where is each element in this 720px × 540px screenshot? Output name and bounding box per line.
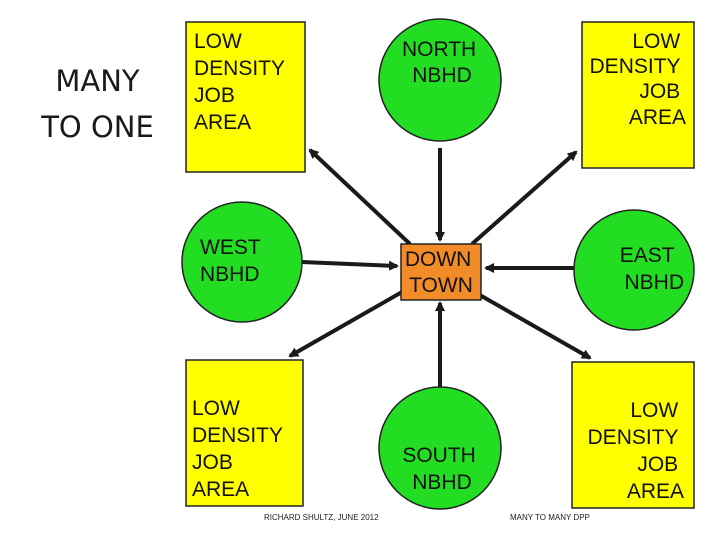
job-area-box	[571, 361, 695, 509]
job-area-label-line: JOB	[637, 453, 678, 476]
job-area-box	[581, 21, 695, 169]
arrows	[288, 148, 592, 388]
neighborhood-circle	[378, 386, 502, 510]
arrow-downtown-to-bottom-left-job-area	[288, 290, 403, 358]
job-area-label-line: LOW	[630, 399, 678, 422]
neighborhood-label-line: WEST	[200, 236, 261, 259]
neighborhood-circle	[573, 209, 695, 331]
arrow-downtown-to-bottom-right-job-area	[477, 292, 592, 360]
arrow-downtown-to-top-right-job-area	[470, 150, 578, 246]
svg-text:LOW DENSITY JOB: LOW DENSITY JOB AREA	[590, 30, 686, 129]
west-neighborhood: WEST NBHD	[181, 201, 303, 323]
job-area-label-line: LOW	[632, 30, 680, 53]
job-area-label-line: DENSITY	[588, 426, 679, 449]
svg-text:WEST NBHD: WEST NBHD	[200, 236, 266, 286]
neighborhood-label-line: NBHD	[412, 471, 472, 494]
job-area-label-line: AREA	[194, 111, 251, 134]
job-area-label-line: JOB	[194, 84, 235, 107]
job-area-label-line: JOB	[192, 451, 233, 474]
job-area-label-line: DENSITY	[194, 57, 285, 80]
svg-text:NORTH NBHD: NORTH NBHD	[402, 38, 482, 87]
job-area-top-left: LOW DENSITY JOB AREA	[185, 21, 306, 173]
footer-caption: MANY TO MANY DPP	[510, 513, 590, 522]
footer-credit: RICHARD SHULTZ, JUNE 2012	[264, 513, 379, 522]
svg-text:LOW DENSITY JOB: LOW DENSITY JOB AREA	[192, 397, 288, 501]
arrow-downtown-to-top-left-job-area	[308, 148, 412, 246]
neighborhood-label-line: NBHD	[412, 64, 472, 87]
job-area-top-right: LOW DENSITY JOB AREA	[581, 21, 695, 169]
job-area-box	[185, 359, 304, 507]
job-area-box	[185, 21, 306, 173]
downtown-label-line: DOWN	[405, 248, 472, 271]
downtown: DOWN TOWN	[400, 243, 482, 301]
svg-text:DOWN TOWN: DOWN TOWN	[405, 248, 477, 297]
svg-text:SOUTH NBHD: SOUTH NBHD	[402, 444, 481, 494]
job-area-label-line: DENSITY	[192, 424, 283, 447]
neighborhood-circle	[181, 201, 303, 323]
svg-text:LOW DENSITY JOB: LOW DENSITY JOB AREA	[588, 399, 684, 503]
east-neighborhood: EAST NBHD	[573, 209, 695, 331]
job-area-label-line: AREA	[627, 480, 684, 503]
neighborhood-circle	[378, 18, 502, 142]
job-area-label-line: JOB	[639, 80, 680, 103]
slide-title: MANY TO ONE	[41, 64, 154, 144]
neighborhood-label-line: EAST	[620, 244, 675, 267]
job-area-label-line: LOW	[194, 30, 242, 53]
job-area-bottom-right: LOW DENSITY JOB AREA	[571, 361, 695, 509]
downtown-label-line: TOWN	[409, 274, 473, 297]
svg-text:EAST NBHD: EAST NBHD	[620, 244, 684, 294]
neighborhood-label-line: NBHD	[624, 271, 684, 294]
job-area-bottom-left: LOW DENSITY JOB AREA	[185, 359, 304, 507]
neighborhood-label-line: NORTH	[402, 38, 476, 61]
north-neighborhood: NORTH NBHD	[378, 18, 502, 142]
job-area-label-line: LOW	[192, 397, 240, 420]
south-neighborhood: SOUTH NBHD	[378, 386, 502, 510]
arrow-west-to-downtown	[301, 260, 399, 271]
downtown-box	[400, 243, 482, 301]
svg-text:LOW DENSITY JOB: LOW DENSITY JOB AREA	[194, 30, 290, 134]
job-area-label-line: AREA	[629, 106, 686, 129]
neighborhood-label-line: SOUTH	[402, 444, 476, 467]
neighborhood-label-line: NBHD	[200, 263, 260, 286]
job-area-label-line: AREA	[192, 478, 249, 501]
job-area-label-line: DENSITY	[590, 55, 681, 78]
